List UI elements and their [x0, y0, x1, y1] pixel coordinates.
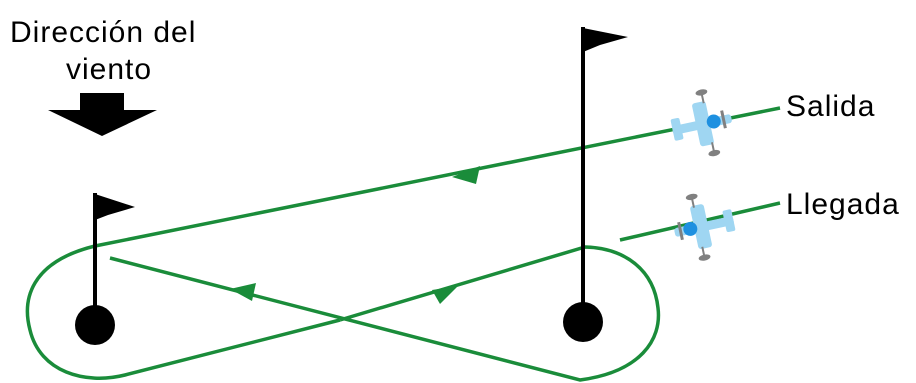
arrowhead-cross-left	[230, 283, 256, 301]
start-airplane-icon	[666, 85, 739, 164]
course-path	[27, 108, 780, 380]
wind-direction-label-line2: viento	[66, 55, 152, 85]
wind-arrow-icon	[48, 93, 157, 136]
left-flag-icon	[95, 193, 135, 312]
right-flag-icon	[583, 27, 628, 306]
left-turn-loop	[27, 246, 340, 378]
course-direction-arrows	[230, 166, 480, 304]
start-label: Salida	[786, 92, 875, 122]
right-pylon-icon	[563, 302, 603, 342]
arrowhead-cross-right	[432, 286, 458, 304]
left-pylon-icon	[75, 305, 115, 345]
finish-airplane-icon	[668, 187, 741, 266]
finish-label: Llegada	[786, 190, 900, 220]
wind-direction-label-line1: Dirección del	[10, 18, 196, 48]
